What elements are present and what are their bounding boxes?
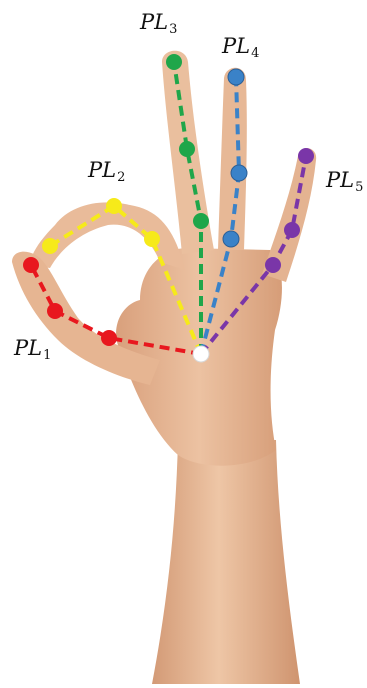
joint-pl1-1 xyxy=(101,330,117,346)
joint-pl1-2 xyxy=(47,303,63,319)
joint-pl3-1 xyxy=(193,213,209,229)
forearm xyxy=(152,440,300,684)
label-pl4: PL4 xyxy=(222,36,259,60)
joint-pl2-3 xyxy=(42,238,58,254)
joint-pl4-3 xyxy=(228,69,244,85)
joint-pl1-3 xyxy=(23,257,39,273)
label-pl5: PL5 xyxy=(326,170,363,194)
joint-pl4-2 xyxy=(231,165,247,181)
label-pl2: PL2 xyxy=(88,160,125,184)
wrist-root-joint xyxy=(193,346,209,362)
joint-pl2-1 xyxy=(144,231,160,247)
joint-pl4-1 xyxy=(223,231,239,247)
joint-pl5-3 xyxy=(298,148,314,164)
joint-pl2-2 xyxy=(106,198,122,214)
label-pl3: PL3 xyxy=(140,12,177,36)
joint-pl3-2 xyxy=(179,141,195,157)
joint-pl3-3 xyxy=(166,54,182,70)
joint-pl5-2 xyxy=(284,222,300,238)
label-pl1: PL1 xyxy=(14,338,51,362)
joint-pl5-1 xyxy=(265,257,281,273)
